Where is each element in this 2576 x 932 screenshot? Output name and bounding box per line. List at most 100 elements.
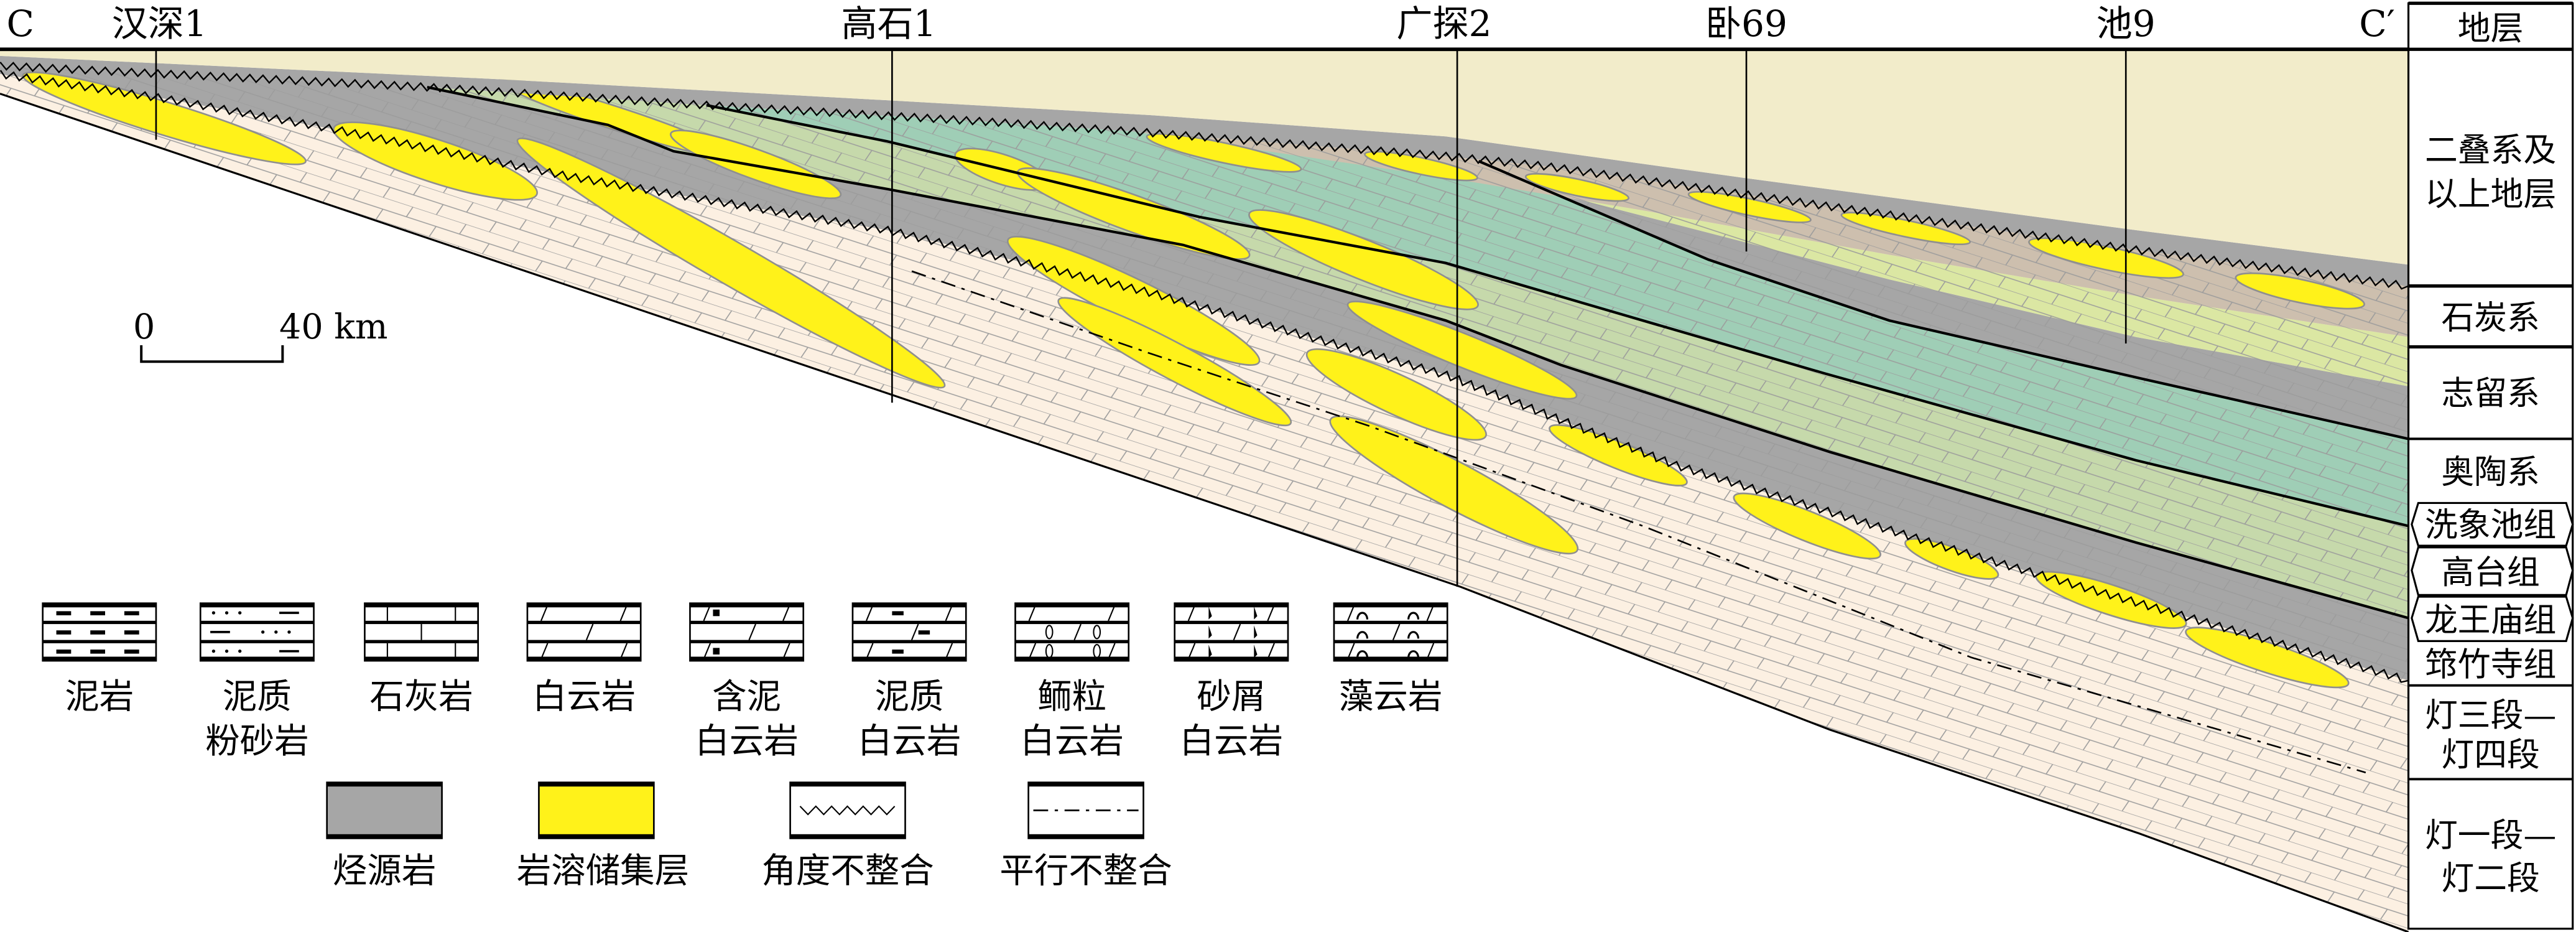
legend-pattern-stroke [703,604,711,622]
legend-pattern-stroke [1187,643,1196,659]
legend-label-sandy-dolomite: 白云岩 [1180,722,1283,762]
section-bottom-line [0,93,2409,932]
legend-swatch-source-rock [326,781,443,839]
legend-label-argillaceous-dolomite: 白云岩 [858,722,961,762]
legend-label-oolitic-dolomite: 鲕粒 [1037,678,1106,717]
legend-pattern-dash [90,650,106,654]
legend-label-source-rock: 烃源岩 [333,852,436,892]
legend-swatch-top-border [1333,603,1448,608]
legend-swatch-bottom-border [200,656,314,661]
legend-wavy-line [799,805,896,816]
legend-pattern-stroke [866,604,874,622]
legend-pattern-mark [892,650,904,654]
legend-pattern-stroke [1347,643,1355,659]
well-label-chi9: 池9 [2096,2,2156,45]
legend-label-mud-bearing-dolomite: 白云岩 [695,722,798,762]
karst-reservoir-lens [1549,424,1688,487]
legend-pattern-dash [210,630,230,633]
legend-pattern-dot [211,650,216,653]
legend-swatch-bottom-border [539,834,654,839]
legend-swatch-top-border [200,603,314,608]
legend-pattern-grain [1254,606,1258,620]
legend-swatch-bed-line [852,640,966,643]
legend-swatch-mudstone [42,602,157,662]
legend-swatch-bed-line [1015,620,1129,625]
boundary-line-silurian-base [1478,159,2409,440]
legend-pattern-dash [124,650,139,654]
legend-pattern-grain [1254,625,1258,639]
legend-pattern-stroke [619,643,628,659]
karst-reservoir-lens [2235,272,2365,310]
legend-pattern-stroke [782,604,790,622]
legend-pattern-mark [918,630,930,635]
legend-label-karst-reservoir: 岩溶储集层 [517,852,689,892]
legend-pattern-dash [279,612,299,614]
legend-swatch-bed-line [527,640,641,643]
legend-swatch-top-border [364,603,478,608]
legend-pattern-stroke [910,623,919,641]
column-header: 地层 [2458,9,2524,47]
stratum-deng1-deng2: 灯二段 [2441,859,2539,897]
stratum-qiongzhusi: 筇竹寺组 [2425,646,2556,684]
legend-swatch-parallel-unconformity [1027,781,1144,839]
karst-reservoir-lens [1687,191,1812,223]
legend-label-limestone: 石灰岩 [369,678,473,717]
karst-reservoir-lens [670,129,842,200]
formation-box-longwangmiao [2411,595,2574,642]
karst-reservoir-lens [1346,301,1578,400]
legend-swatch-top-border [527,603,641,608]
legend-swatch-top-border [1174,603,1288,608]
stratum-deng1-deng2: 灯一段— [2425,817,2556,855]
legend-pattern-stroke [619,604,628,622]
legend-pattern-algae [1356,650,1369,658]
legend-label-oolitic-dolomite: 白云岩 [1020,722,1123,762]
legend-swatch-bed-line [690,620,804,625]
formation-box-gaotai [2411,546,2574,596]
legend-pattern-dot [274,630,278,634]
karst-reservoir-lens [1364,151,1478,182]
legend-pattern-dot [238,650,242,653]
legend-swatch-bed-line [1015,640,1129,643]
legend-pattern-stroke [782,643,790,659]
stratum-gaotai: 高台组 [2441,554,2539,592]
legend-label-parallel-unconformity: 平行不整合 [999,852,1172,892]
legend-pattern-grain [1208,606,1212,620]
legend-swatch-frame [1174,602,1289,662]
parallel-unconformity-line [911,270,2366,773]
legend-swatch-angular-unconformity [789,781,906,839]
legend-pattern-stroke [1108,604,1116,622]
legend-swatch-silty-mudstone [199,602,315,662]
karst-reservoir-lens [1840,212,1971,246]
legend-swatch-top-border [42,603,156,608]
legend-swatch-bottom-border [790,834,906,839]
legend-pattern-dash [124,630,139,635]
legend-swatch-bed-line [1333,640,1448,643]
legend-pattern-stroke [703,643,711,659]
legend-swatch-top-border [539,782,654,787]
legend-swatch-bed-line [42,620,156,625]
legend-swatch-top-border [790,782,906,787]
legend-pattern-grain [1208,645,1212,658]
stratum-carboniferous: 石炭系 [2441,299,2539,337]
legend-swatch-mud-bearing-dolomite [689,602,805,662]
legend-swatch-limestone [364,602,480,662]
legend-swatch-frame [789,781,906,839]
stratum-deng3-deng4: 灯四段 [2441,736,2539,774]
legend-swatch-bed-line [1333,620,1448,625]
karst-reservoir-lens [2028,237,2184,279]
legend-pattern-mark [713,609,720,617]
legend-swatch-bed-line [1174,640,1288,643]
legend-swatch-bed-line [200,640,314,643]
legend-swatch-frame [326,781,443,839]
legend-pattern-dash [279,650,299,653]
legend-pattern-algae [1356,612,1369,620]
permian-and-above-layer [0,49,2409,265]
legend-swatch-frame [1014,602,1130,662]
legend-pattern-stroke [1347,604,1355,622]
boundary-line-ordovician-base [706,104,2409,528]
karst-reservoir-lens [1733,492,1881,560]
karst-reservoir-lens [1248,209,1479,310]
legend-pattern-ooid [1093,644,1101,659]
stratum-silurian: 志留系 [2441,375,2539,412]
scale-bar: 0 40 km [133,307,387,363]
